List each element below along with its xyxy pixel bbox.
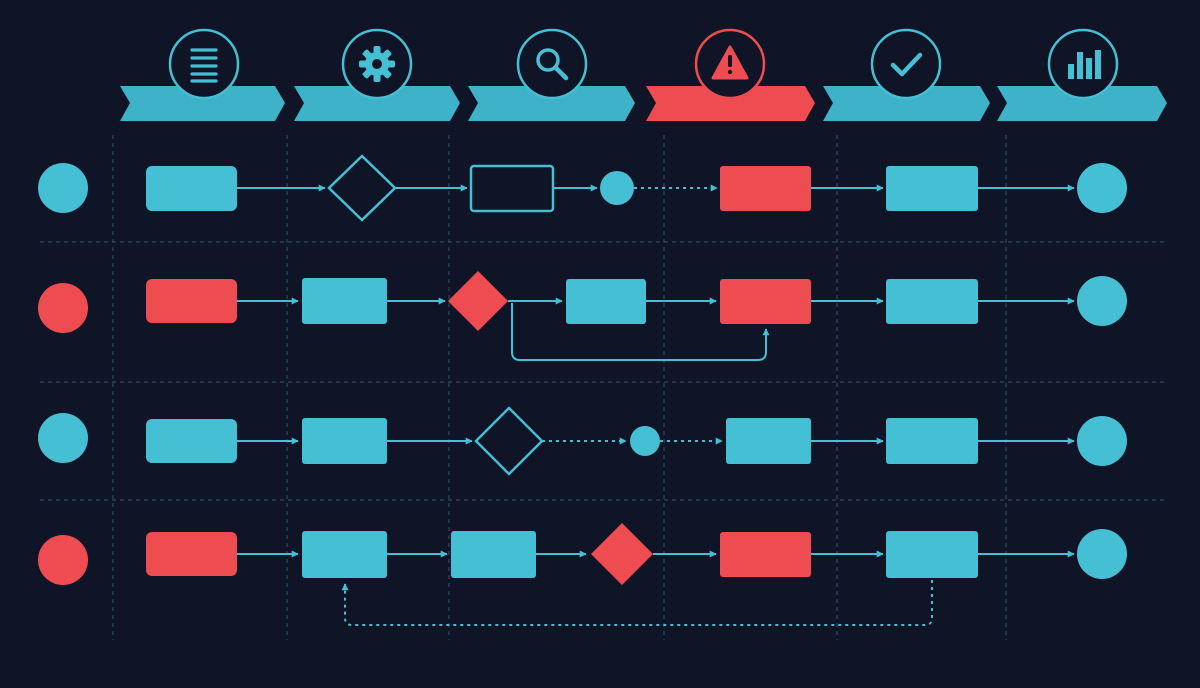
phase-chevron — [120, 86, 285, 121]
alert-icon — [694, 28, 766, 100]
phase-chevron — [294, 86, 460, 121]
process-step — [302, 531, 387, 578]
decision-node-alert — [448, 271, 508, 331]
gear-icon — [341, 28, 413, 100]
process-step-alert — [720, 166, 811, 211]
process-step-alert — [146, 532, 237, 576]
process-step-alert — [146, 279, 237, 323]
lane-4 — [38, 523, 1127, 626]
list-icon — [168, 28, 240, 100]
end-node — [1077, 416, 1127, 466]
lane-3 — [38, 406, 1127, 476]
lane-marker — [38, 535, 88, 585]
decision-node — [327, 154, 397, 222]
end-node — [1077, 276, 1127, 326]
junction-node — [630, 426, 660, 456]
loop-back-arrow-dashed — [341, 580, 933, 626]
process-step-alert — [720, 279, 811, 324]
process-step — [566, 279, 646, 324]
junction-node — [600, 171, 634, 205]
process-step — [886, 166, 978, 211]
decision-node-alert — [591, 523, 653, 585]
phase-chevron-alert — [646, 86, 815, 121]
process-step — [886, 531, 978, 578]
process-step — [726, 418, 811, 464]
phase-chevron — [823, 86, 990, 121]
process-step — [451, 531, 536, 578]
grid-lines — [40, 135, 1165, 640]
search-icon — [516, 28, 588, 100]
lane-2 — [38, 271, 1127, 361]
process-step — [886, 279, 978, 324]
lane-marker — [38, 163, 88, 213]
end-node — [1077, 163, 1127, 213]
lane-marker — [38, 413, 88, 463]
lane-marker — [38, 283, 88, 333]
lane-1 — [38, 154, 1127, 222]
process-step — [886, 418, 978, 464]
process-step — [302, 278, 387, 324]
loop-back-arrow — [511, 303, 770, 361]
decision-node — [474, 406, 544, 476]
phase-header — [120, 28, 1167, 121]
phase-chevron — [468, 86, 635, 121]
bar-chart-icon — [1047, 28, 1119, 100]
process-step — [146, 419, 237, 463]
process-step — [146, 166, 237, 211]
end-node — [1077, 529, 1127, 579]
process-step-alert — [720, 532, 811, 577]
process-step-outline — [469, 164, 555, 213]
process-step — [302, 418, 387, 464]
check-icon — [870, 28, 942, 100]
phase-chevron — [997, 86, 1167, 121]
